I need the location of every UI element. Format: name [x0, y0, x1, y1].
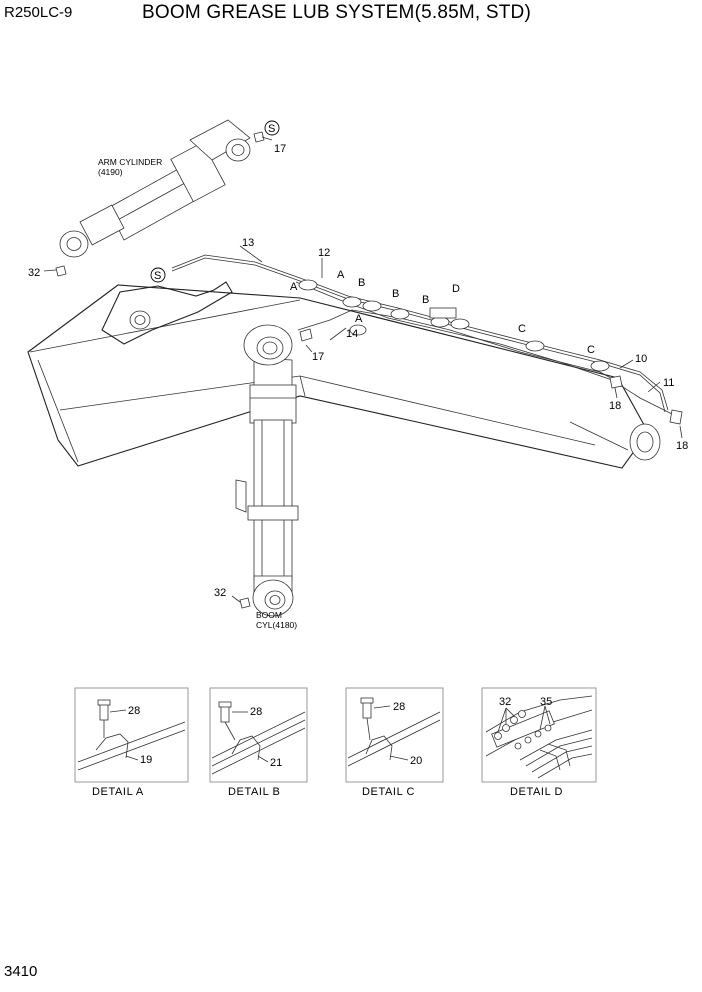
detail-c: 28 20 DETAIL C	[345, 687, 444, 798]
detail-c-part-20: 20	[410, 755, 422, 767]
detail-c-part-28: 28	[393, 701, 405, 713]
detail-a-label: DETAIL A	[92, 786, 144, 798]
marker-b: B	[422, 294, 429, 306]
marker-a: A	[337, 269, 345, 281]
boom-cylinder-code: CYL(4180)	[256, 620, 297, 630]
marker-s: S	[268, 123, 275, 135]
page-title: BOOM GREASE LUB SYSTEM(5.85M, STD)	[142, 2, 531, 23]
callout-17: 17	[312, 351, 324, 363]
marker-d: D	[452, 283, 460, 295]
callout-10: 10	[635, 353, 647, 365]
arm-cylinder-label: ARM CYLINDER	[98, 157, 162, 167]
callout-11: 11	[663, 377, 674, 389]
marker-b: B	[392, 288, 399, 300]
callout-13: 13	[242, 237, 254, 249]
section-markers: S S A A A B B B D C C	[150, 120, 595, 356]
boom-cylinder-illustration	[235, 324, 299, 617]
grease-pipes	[171, 254, 683, 425]
detail-a-part-28: 28	[128, 705, 140, 717]
page-number: 3410	[4, 963, 38, 980]
marker-c: C	[587, 344, 595, 356]
boom-cylinder-label: BOOM	[256, 610, 282, 620]
callout-18: 18	[676, 440, 688, 452]
boom-illustration	[27, 281, 661, 469]
leader-lines	[43, 136, 683, 603]
marker-c: C	[518, 323, 526, 335]
detail-c-label: DETAIL C	[362, 786, 415, 798]
part-callouts: 17 13 32 12 14 17 10 11 18 18 32	[28, 143, 688, 599]
marker-a: A	[355, 313, 363, 325]
callout-14: 14	[346, 328, 358, 340]
marker-b: B	[358, 277, 365, 289]
marker-a: A	[290, 281, 298, 293]
detail-d-label: DETAIL D	[510, 786, 563, 798]
detail-d-part-32: 32	[499, 696, 511, 708]
detail-d: 32 35 DETAIL D	[481, 687, 597, 798]
detail-b-part-28: 28	[250, 706, 262, 718]
marker-s: S	[154, 270, 161, 282]
callout-32: 32	[28, 267, 40, 279]
detail-b-part-21: 21	[270, 757, 282, 769]
detail-b: 28 21 DETAIL B	[209, 687, 308, 798]
callout-32: 32	[214, 587, 226, 599]
arm-cylinder-code: (4190)	[98, 167, 123, 177]
detail-a-part-19: 19	[140, 754, 152, 766]
callout-12: 12	[318, 247, 330, 259]
arm-cylinder-illustration	[55, 119, 265, 277]
callout-18: 18	[609, 400, 621, 412]
callout-17: 17	[274, 143, 286, 155]
detail-d-part-35: 35	[540, 696, 552, 708]
detail-b-label: DETAIL B	[228, 786, 280, 798]
model-number: R250LC-9	[4, 4, 73, 21]
component-labels: ARM CYLINDER (4190) BOOM CYL(4180)	[98, 157, 297, 630]
detail-a: 28 19 DETAIL A	[74, 687, 189, 798]
